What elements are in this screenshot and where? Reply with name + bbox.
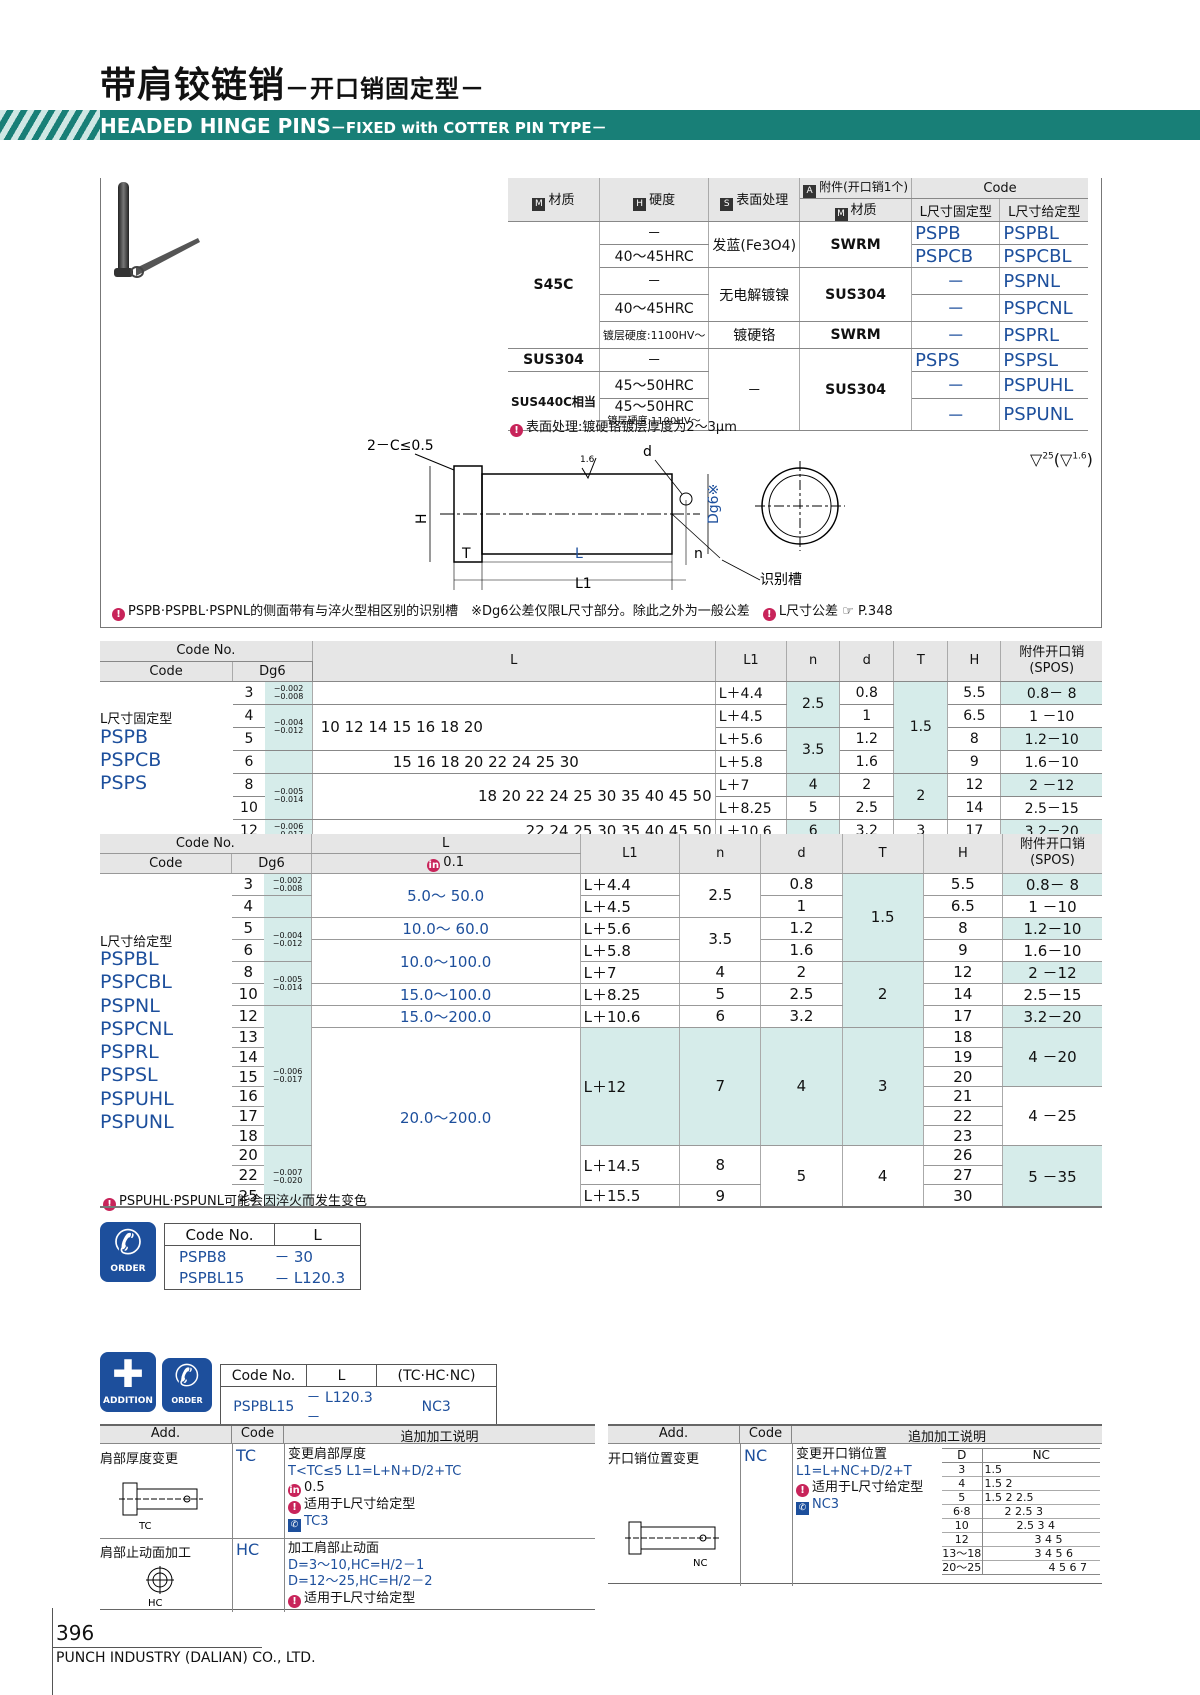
title-en: HEADED HINGE PINS－FIXED with COTTER PIN … (100, 114, 607, 138)
spec-note: !表面处理:镀硬铬镀层厚度为2～3μm (510, 416, 737, 437)
svg-text:NC: NC (693, 1558, 707, 1569)
product-panel (100, 178, 1102, 628)
svg-text:TC: TC (138, 1521, 152, 1531)
T-label: T (461, 546, 471, 562)
footer-rule (52, 1608, 53, 1695)
footer-line (52, 1647, 262, 1648)
surface-finish-symbol: ▽25(▽1.6) (1030, 450, 1093, 469)
phone-icon: ✆ (113, 1223, 143, 1263)
hc-name: 肩部止动面加工 (100, 1546, 192, 1561)
svg-text:HC: HC (148, 1598, 163, 1609)
n-label: n (694, 546, 703, 562)
addition-order-badge: ✆ORDER (162, 1358, 212, 1412)
Dg6-label: Dg6※ (706, 484, 722, 524)
order-badge: ✆ORDER (100, 1222, 156, 1282)
nc-figure: NC (625, 1521, 721, 1569)
svg-text:1.6: 1.6 (580, 455, 595, 465)
nc-name: 开口销位置变更 (608, 1452, 700, 1467)
chamfer-label: 2－C≤0.5 (367, 438, 434, 454)
pin-drawing: 2－C≤0.5 d 1.6 H Dg6※ 识别槽 T L n L1 (367, 438, 845, 590)
tc-code: TC (236, 1446, 257, 1465)
H-label: H (414, 513, 430, 524)
title-cn: 带肩铰链销－开口销固定型－ (100, 65, 486, 106)
hc-figure: HC (146, 1566, 174, 1609)
header-band (0, 110, 1200, 140)
hc-code: HC (236, 1540, 260, 1559)
groove-label: 识别槽 (760, 572, 802, 588)
phone-icon: ✆ (174, 1359, 200, 1394)
product-image (114, 182, 200, 278)
d-label: d (643, 444, 652, 460)
nc-code: NC (744, 1446, 768, 1465)
notes-row-1: !PSPB·PSPBL·PSPNL的侧面带有与淬火型相区别的识别槽 ※Dg6公差… (112, 600, 893, 621)
plus-icon: ✚ (112, 1352, 144, 1396)
addition-badge: ✚ADDITION (100, 1352, 156, 1412)
company-name: PUNCH INDUSTRY (DALIAN) CO., LTD. (56, 1650, 316, 1666)
page-number: 396 (56, 1621, 95, 1645)
tc-figure: TC (119, 1482, 203, 1531)
order-example: Code No.L PSPB8－30 PSPBL15－L120.3 (164, 1223, 361, 1290)
tc-name: 肩部厚度变更 (100, 1452, 179, 1467)
header-stripes (0, 110, 100, 140)
L-label: L (575, 546, 583, 562)
addition-example: Code No.L(TC·HC·NC) PSPBL15－ L120.3 －NC3 (220, 1364, 497, 1428)
L1-label: L1 (575, 576, 592, 590)
